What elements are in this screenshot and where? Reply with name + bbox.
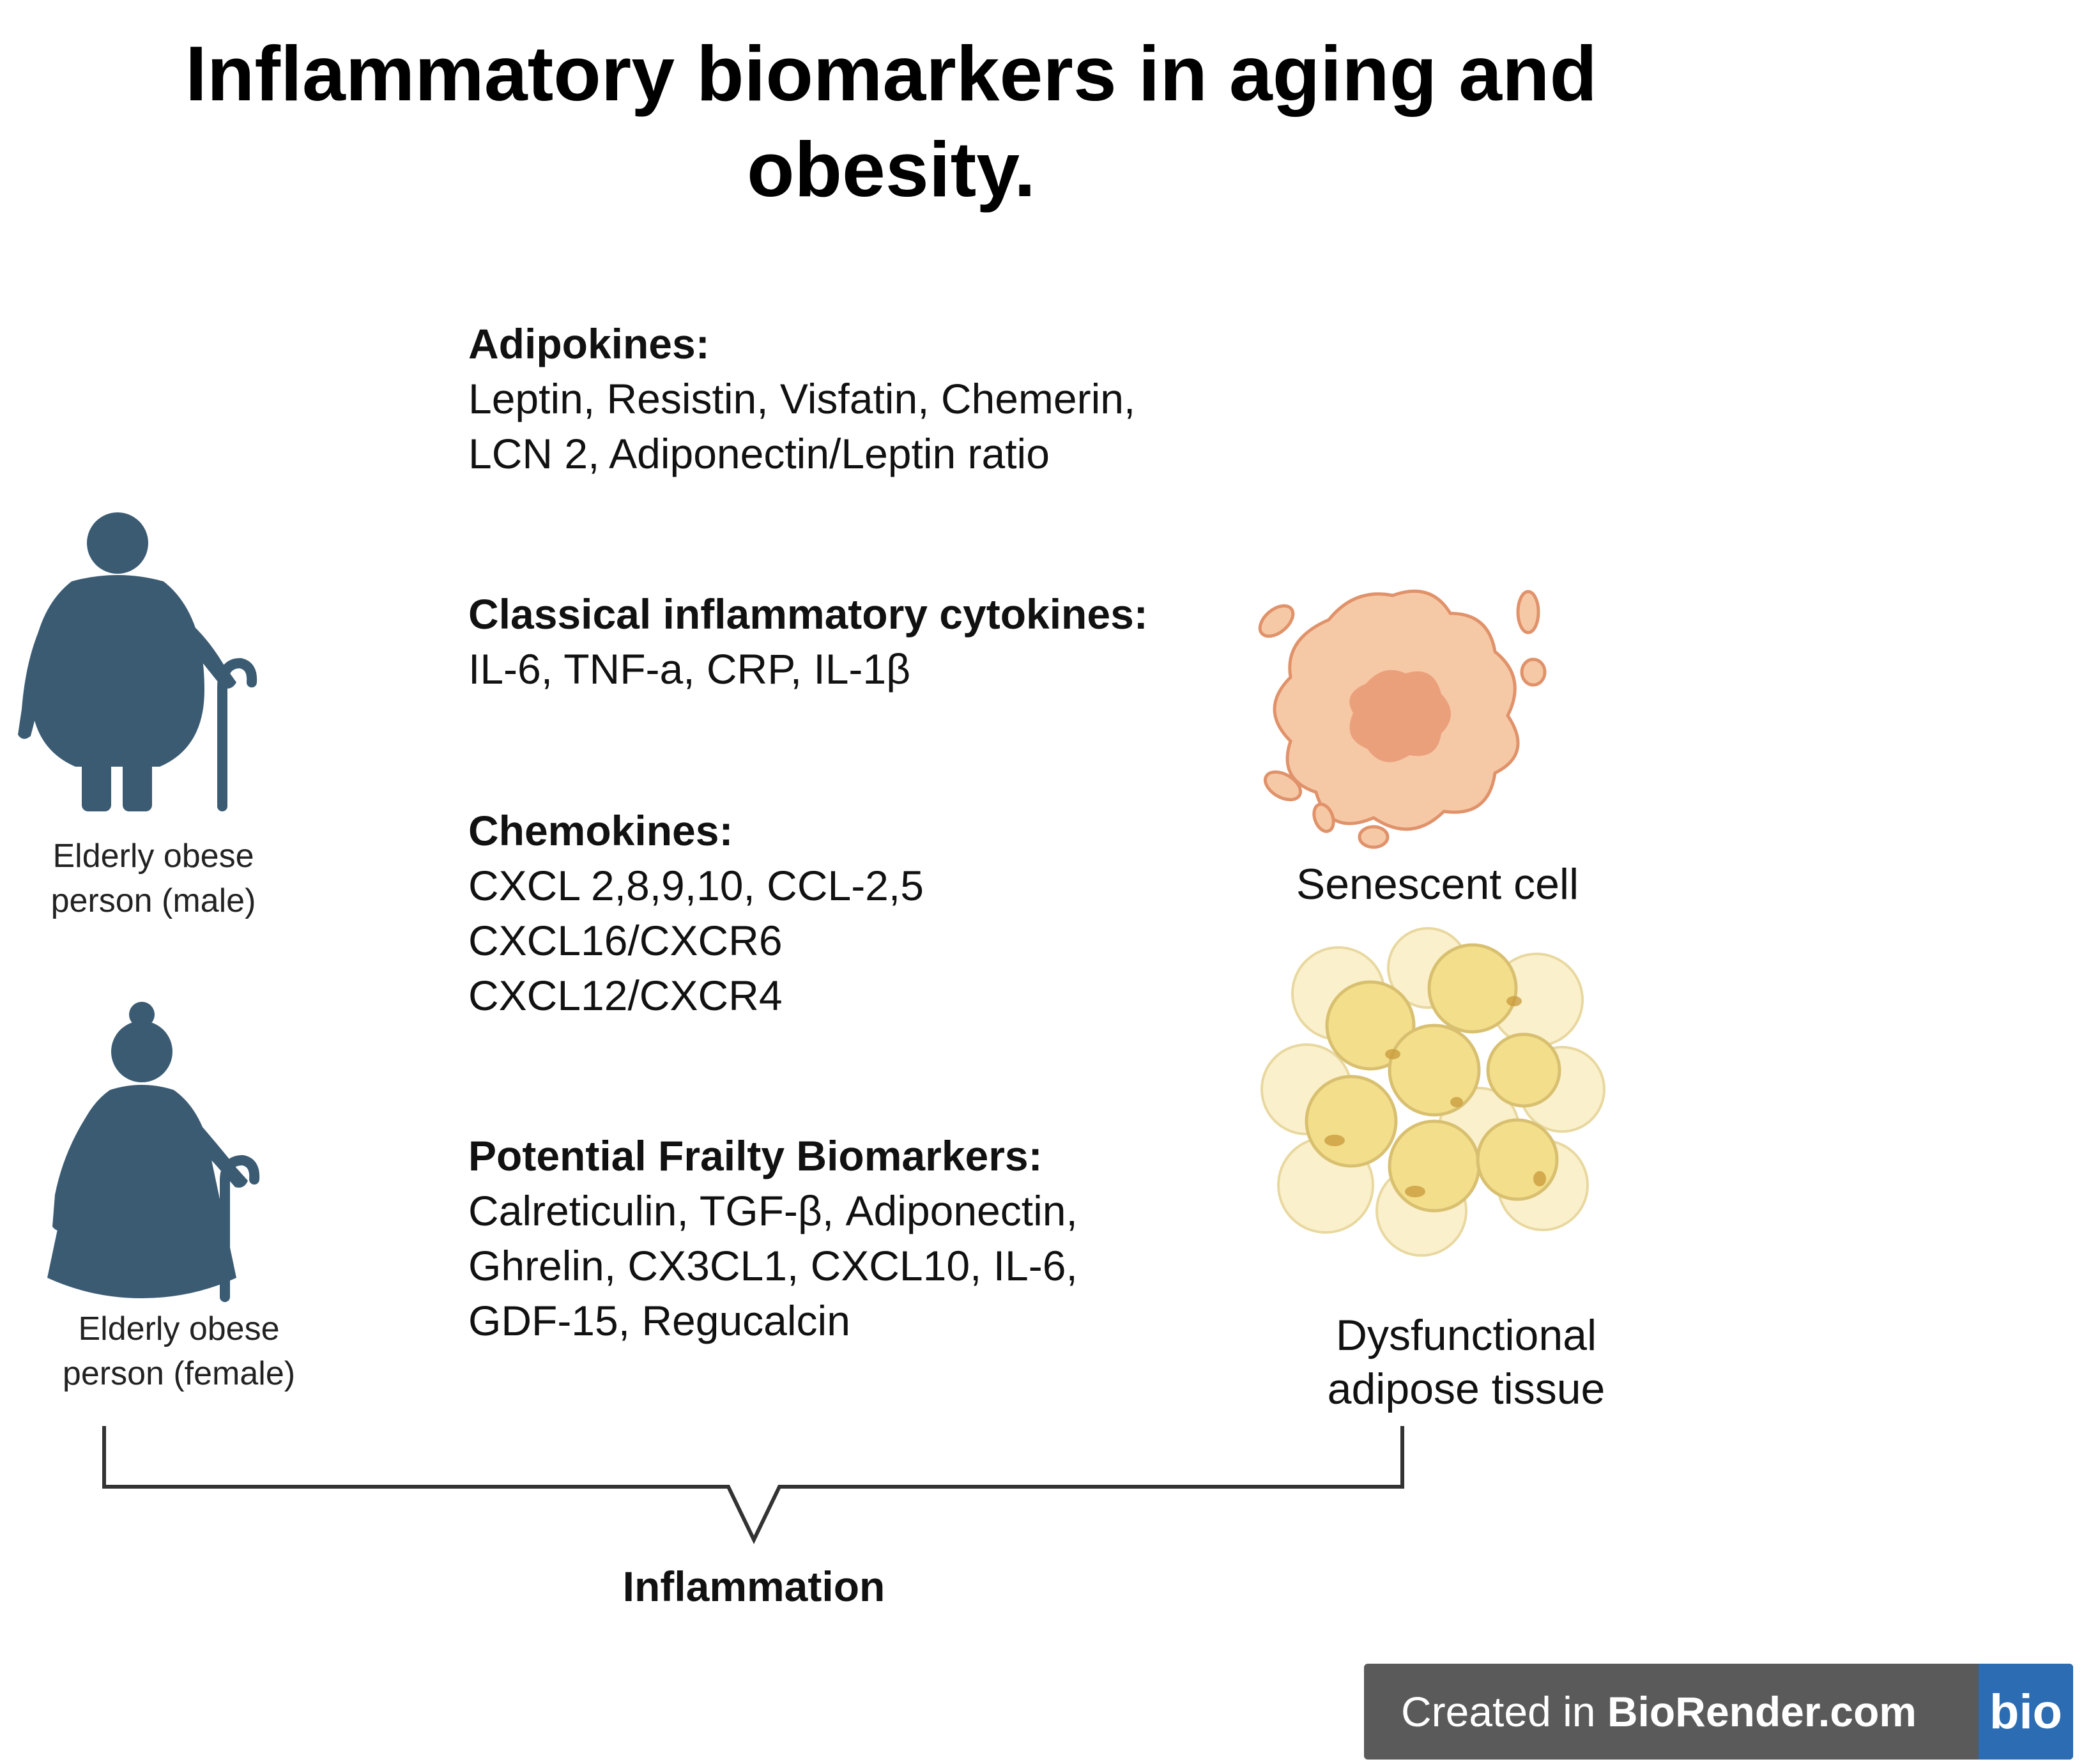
section-line: LCN 2, Adiponectin/Leptin ratio — [468, 430, 1050, 477]
inflammation-label: Inflammation — [622, 1563, 885, 1610]
section-heading: Classical inflammatory cytokines: — [468, 590, 1148, 638]
female-caption: Elderly obese person (female) — [26, 1307, 332, 1396]
biorender-logo-icon: bio — [1979, 1664, 2073, 1760]
male-caption-line-2: person (male) — [50, 882, 256, 919]
male-caption-line-1: Elderly obese — [52, 838, 254, 875]
title-line-2: obesity. — [747, 126, 1036, 213]
diagram-title: Inflammatory biomarkers in aging and obe… — [0, 26, 1782, 217]
section-adipokines: Adipokines: Leptin, Resistin, Visfatin, … — [468, 316, 1135, 481]
senescent-caption: Senescent cell — [1296, 860, 1579, 909]
elderly-obese-male-icon — [18, 512, 257, 811]
section-line: Ghrelin, CX3CL1, CXCL10, IL-6, — [468, 1242, 1078, 1289]
title-line-1: Inflammatory biomarkers in aging and — [185, 30, 1598, 117]
adipose-caption: Dysfunctional adipose tissue — [1281, 1308, 1651, 1416]
section-heading: Potential Frailty Biomarkers: — [468, 1132, 1043, 1179]
section-line: CXCL 2,8,9,10, CCL-2,5 — [468, 862, 924, 909]
female-caption-line-2: person (female) — [62, 1355, 296, 1392]
section-line: CXCL12/CXCR4 — [468, 972, 783, 1019]
adipose-caption-line-2: adipose tissue — [1327, 1365, 1605, 1413]
biorender-watermark[interactable]: Created in BioRender.com bio — [1364, 1664, 2073, 1760]
section-frailty-biomarkers: Potential Frailty Biomarkers: Calreticul… — [468, 1128, 1078, 1348]
section-line: GDF-15, Regucalcin — [468, 1297, 850, 1344]
female-caption-line-1: Elderly obese — [78, 1310, 280, 1347]
section-chemokines: Chemokines: CXCL 2,8,9,10, CCL-2,5 CXCL1… — [468, 803, 924, 1023]
section-heading: Chemokines: — [468, 807, 733, 854]
elderly-obese-female-icon — [47, 1002, 260, 1302]
male-caption: Elderly obese person (male) — [19, 834, 287, 923]
adipose-caption-line-1: Dysfunctional — [1335, 1311, 1597, 1360]
watermark-brand: BioRender.com — [1607, 1688, 1917, 1735]
section-line: CXCL16/CXCR6 — [468, 917, 783, 964]
section-heading: Adipokines: — [468, 320, 710, 367]
section-classical-cytokines: Classical inflammatory cytokines: IL-6, … — [468, 587, 1148, 696]
section-line: Calreticulin, TGF-β, Adiponectin, — [468, 1187, 1078, 1234]
section-line: IL-6, TNF-a, CRP, IL-1β — [468, 645, 911, 693]
adipose-tissue-icon — [1260, 927, 1605, 1257]
watermark-text: Created in BioRender.com — [1364, 1687, 1979, 1736]
watermark-prefix: Created in — [1401, 1688, 1607, 1735]
section-line: Leptin, Resistin, Visfatin, Chemerin, — [468, 375, 1136, 422]
senescent-cell-icon — [1258, 589, 1547, 849]
